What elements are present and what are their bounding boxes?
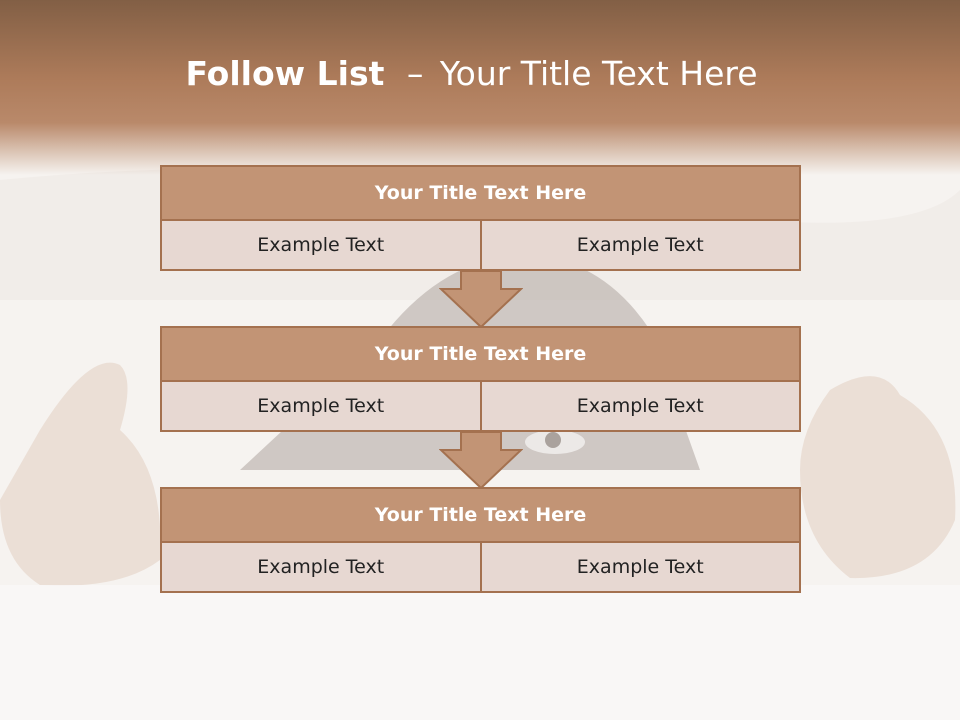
list-block-1: Your Title Text Here Example Text Exampl… [160, 165, 801, 271]
title-bold: Follow List [185, 54, 385, 93]
block-cell-right: Example Text [479, 382, 800, 430]
down-arrow-icon [439, 271, 523, 329]
block-title: Your Title Text Here [160, 165, 801, 221]
right-hand-shape [800, 376, 956, 579]
block-cell-left: Example Text [257, 395, 385, 417]
block-row: Example Text Example Text [160, 543, 801, 593]
block-cell-left: Example Text [257, 234, 385, 256]
down-arrow-icon [439, 432, 523, 490]
list-block-3: Your Title Text Here Example Text Exampl… [160, 487, 801, 593]
header-band [0, 0, 960, 175]
block-cell-left: Example Text [257, 556, 385, 578]
block-cell-right: Example Text [479, 543, 800, 591]
title-rest: Your Title Text Here [439, 54, 758, 93]
slide-title: Follow List – Your Title Text Here [0, 54, 943, 93]
list-block-2: Your Title Text Here Example Text Exampl… [160, 326, 801, 432]
block-title: Your Title Text Here [160, 487, 801, 543]
block-row: Example Text Example Text [160, 221, 801, 271]
block-cell-right: Example Text [479, 221, 800, 269]
title-separator: – [406, 54, 424, 93]
block-title: Your Title Text Here [160, 326, 801, 382]
left-hand-shape [0, 362, 161, 586]
block-row: Example Text Example Text [160, 382, 801, 432]
